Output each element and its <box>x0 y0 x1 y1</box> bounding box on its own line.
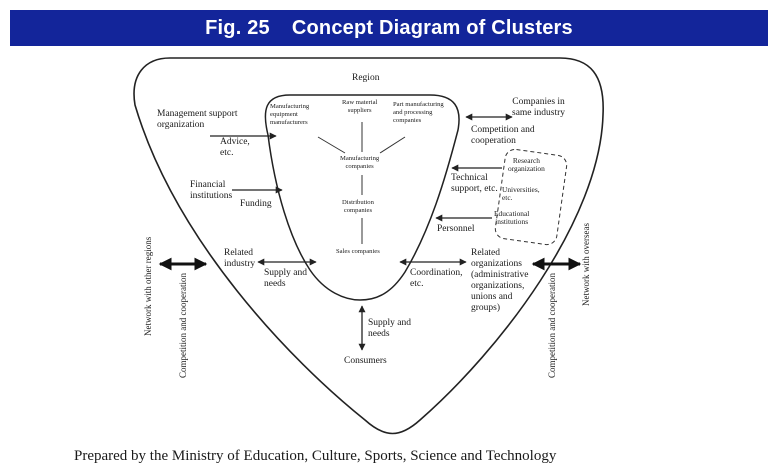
part-manufacturing-label: Part manufacturing and processing compan… <box>393 101 444 124</box>
financial-institutions-label: Financial institutions <box>190 180 233 201</box>
distribution-companies-label: Distribution companies <box>342 199 374 214</box>
personnel-label: Personnel <box>437 224 475 234</box>
sales-companies-label: Sales companies <box>336 248 380 255</box>
manufacturing-companies-label: Manufacturing companies <box>340 155 380 170</box>
figure-title-bar: Fig. 25 Concept Diagram of Clusters <box>10 10 768 46</box>
region-boundary <box>133 57 604 435</box>
research-organization-label: Research organization <box>508 156 545 173</box>
funding-label: Funding <box>240 199 272 209</box>
bottom-supply-needs-label: Supply and needs <box>368 318 412 339</box>
educational-institutions-label: Educational institutions <box>494 209 530 226</box>
left-competition-cooperation-label: Competition and cooperation <box>178 273 188 378</box>
cluster-boundary <box>264 94 460 301</box>
consumers-label: Consumers <box>344 356 387 366</box>
advice-label: Advice, etc. <box>220 137 250 158</box>
companies-same-industry-label: Companies in same industry <box>512 97 566 118</box>
manufacturing-equipment-label: Manufacturing equipment manufacturers <box>270 103 310 126</box>
management-support-label: Management support organization <box>157 109 238 130</box>
network-overseas-label: Network with overseas <box>581 223 591 306</box>
related-organizations-label: Related organizations (administrative or… <box>471 248 529 313</box>
figure-title: Concept Diagram of Clusters <box>291 16 573 39</box>
coordination-label: Coordination, etc. <box>410 268 463 289</box>
figure-number: Fig. 25 <box>205 16 270 39</box>
left-supply-needs-label: Supply and needs <box>264 268 308 289</box>
related-industry-label: Related industry <box>224 248 256 269</box>
source-caption: Prepared by the Ministry of Education, C… <box>74 448 557 464</box>
network-other-regions-label: Network with other regions <box>143 236 153 336</box>
connector-parts-to-manufacturing <box>379 136 406 154</box>
right-competition-cooperation-label: Competition and cooperation <box>547 273 557 378</box>
raw-material-label: Raw material suppliers <box>342 99 378 114</box>
connector-equipment-to-manufacturing <box>317 136 346 154</box>
universities-label: Universities, etc. <box>502 185 540 202</box>
region-label: Region <box>352 73 380 83</box>
technical-support-label: Technical support, etc. <box>451 173 498 194</box>
research-education-box <box>494 148 568 246</box>
competition-cooperation-label: Competition and cooperation <box>471 125 535 146</box>
